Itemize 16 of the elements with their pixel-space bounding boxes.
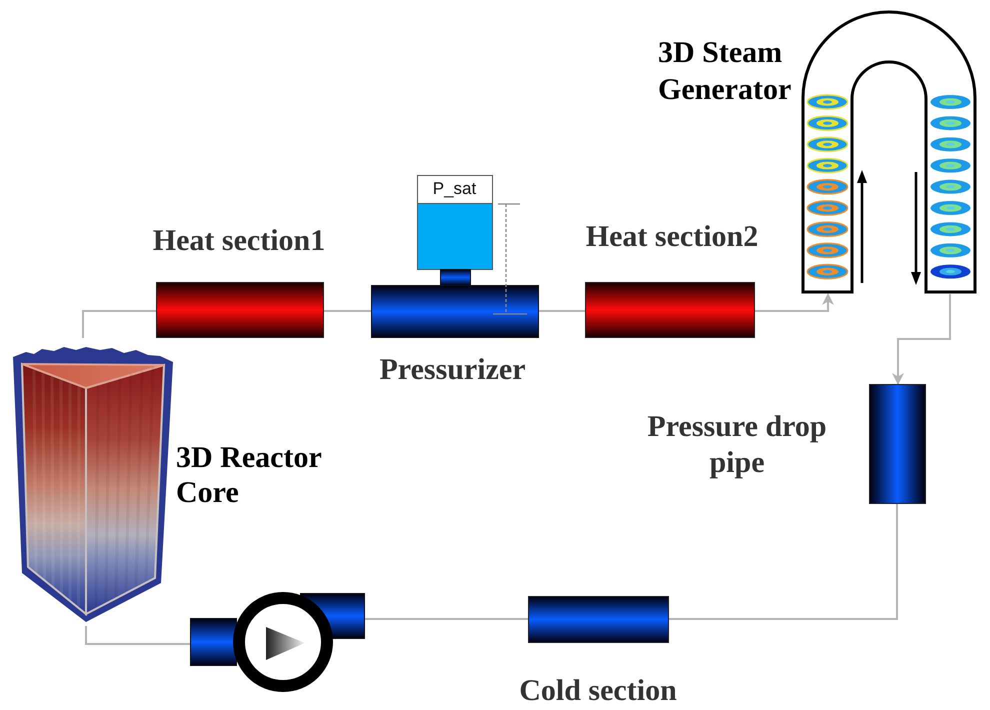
connector-line xyxy=(669,504,898,620)
tank-label: P_sat xyxy=(432,178,476,200)
component-label: 3D Reactor Core xyxy=(176,440,322,510)
connector-line xyxy=(82,310,156,338)
component-label: Cold section xyxy=(519,674,677,708)
connector-line xyxy=(85,626,190,645)
component-label: 3D Steam Generator xyxy=(658,35,792,108)
component-label: Heat section1 xyxy=(152,223,326,259)
component-label: Pressure drop pipe xyxy=(646,409,828,481)
arrow xyxy=(892,294,951,385)
connector-line xyxy=(324,310,371,312)
arrow xyxy=(755,293,834,312)
component-label: Pressurizer xyxy=(379,352,526,388)
component-label: Heat section2 xyxy=(586,219,758,255)
connector-line xyxy=(539,310,585,312)
connector-line xyxy=(365,618,528,620)
